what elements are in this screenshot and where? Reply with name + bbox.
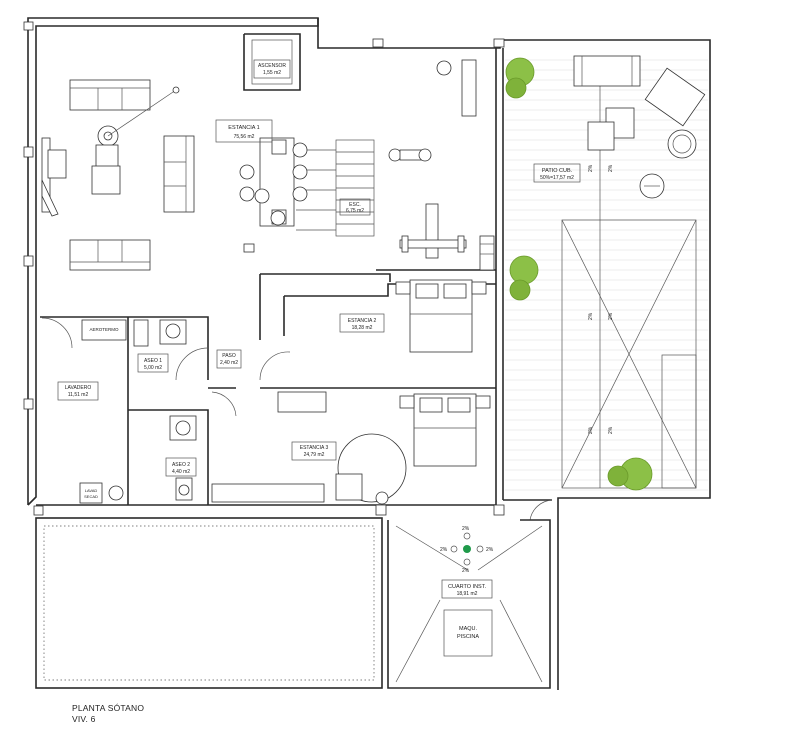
svg-text:ESTANCIA 2: ESTANCIA 2 bbox=[348, 318, 377, 324]
elevator bbox=[243, 33, 301, 91]
svg-text:2%: 2% bbox=[486, 547, 494, 553]
svg-text:PATIO CUB.: PATIO CUB. bbox=[542, 168, 573, 174]
room-label-estancia3: ESTANCIA 3 24,79 m2 bbox=[291, 441, 337, 461]
svg-text:ESTANCIA 1: ESTANCIA 1 bbox=[228, 125, 259, 131]
room-label-estancia2: ESTANCIA 2 18,28 m2 bbox=[339, 313, 385, 333]
room-label-cuarto: CUARTO INST. 18,91 m2 bbox=[441, 579, 493, 599]
svg-text:2%: 2% bbox=[440, 547, 448, 553]
stairs bbox=[296, 139, 375, 237]
svg-text:2%: 2% bbox=[588, 426, 594, 434]
room-label-aseo2: ASEO 2 4,40 m2 bbox=[165, 457, 197, 477]
svg-text:24,79 m2: 24,79 m2 bbox=[304, 452, 325, 458]
label-lavad: LAVAD bbox=[85, 488, 98, 493]
svg-text:ASCENSOR: ASCENSOR bbox=[258, 63, 286, 69]
label-maqu: MAQU. bbox=[459, 626, 478, 632]
label-aerotermo: AEROTERMO bbox=[89, 327, 119, 332]
svg-text:5,00 m2: 5,00 m2 bbox=[144, 365, 162, 371]
patio-hatching bbox=[505, 59, 708, 491]
room-label-estancia1: ESTANCIA 1 75,56 m2 bbox=[215, 119, 273, 143]
room-label-aseo1: ASEO 1 5,00 m2 bbox=[137, 353, 169, 373]
room-label-patio: PATIO CUB. 50%=17,57 m2 bbox=[533, 163, 581, 183]
svg-text:CUARTO INST.: CUARTO INST. bbox=[448, 584, 486, 590]
room-label-ascensor: ASCENSOR 1,55 m2 bbox=[253, 59, 291, 79]
dining-table bbox=[239, 137, 308, 227]
svg-text:1,55 m2: 1,55 m2 bbox=[263, 70, 281, 76]
svg-text:2%: 2% bbox=[588, 312, 594, 320]
svg-text:ASEO 2: ASEO 2 bbox=[172, 462, 190, 468]
bed-estancia3 bbox=[211, 391, 491, 505]
svg-text:2,40 m2: 2,40 m2 bbox=[220, 360, 238, 366]
bathroom-fixtures bbox=[41, 317, 553, 521]
bed-estancia2 bbox=[395, 279, 487, 353]
living-furniture bbox=[41, 79, 195, 271]
outer-walls bbox=[27, 17, 711, 690]
svg-text:18,91 m2: 18,91 m2 bbox=[457, 591, 478, 597]
utility-room bbox=[387, 519, 551, 689]
room-label-esc: ESC. 6,75 m2 bbox=[339, 198, 371, 216]
svg-text:2%: 2% bbox=[462, 526, 470, 532]
svg-text:11,51 m2: 11,51 m2 bbox=[68, 392, 89, 398]
svg-text:2%: 2% bbox=[608, 426, 614, 434]
label-secad: SECAD bbox=[84, 494, 98, 499]
pool bbox=[35, 517, 383, 689]
svg-text:ASEO 1: ASEO 1 bbox=[144, 358, 162, 364]
plant-icon bbox=[505, 57, 653, 491]
svg-text:75,56 m2: 75,56 m2 bbox=[234, 134, 255, 140]
label-piscina: PISCINA bbox=[457, 634, 479, 640]
room-label-paso: PASO 2,40 m2 bbox=[216, 349, 242, 369]
svg-text:50%=17,57 m2: 50%=17,57 m2 bbox=[540, 175, 574, 181]
internal-walls bbox=[40, 269, 496, 505]
svg-text:4,40 m2: 4,40 m2 bbox=[172, 469, 190, 475]
room-label-lavadero: LAVADERO 11,51 m2 bbox=[57, 381, 99, 401]
plan-subtitle: VIV. 6 bbox=[72, 714, 96, 724]
svg-text:18,28 m2: 18,28 m2 bbox=[352, 325, 373, 331]
svg-text:ESC.: ESC. bbox=[349, 202, 361, 208]
svg-text:LAVADERO: LAVADERO bbox=[65, 385, 92, 391]
gym-equipment bbox=[388, 59, 495, 271]
svg-text:2%: 2% bbox=[608, 312, 614, 320]
patio-furniture bbox=[573, 55, 706, 199]
svg-text:2%: 2% bbox=[588, 164, 594, 172]
columns bbox=[23, 21, 505, 516]
plan-title: PLANTA SÓTANO bbox=[72, 703, 145, 713]
svg-text:PASO: PASO bbox=[222, 353, 236, 359]
svg-text:2%: 2% bbox=[462, 568, 470, 574]
patio-structure bbox=[561, 84, 697, 489]
svg-text:6,75 m2: 6,75 m2 bbox=[346, 208, 364, 214]
slope-markers: 2% 2% 2% 2% 2% 2% 2% 2% 2% 2% bbox=[440, 164, 614, 574]
svg-text:2%: 2% bbox=[608, 164, 614, 172]
svg-text:ESTANCIA 3: ESTANCIA 3 bbox=[300, 445, 329, 451]
